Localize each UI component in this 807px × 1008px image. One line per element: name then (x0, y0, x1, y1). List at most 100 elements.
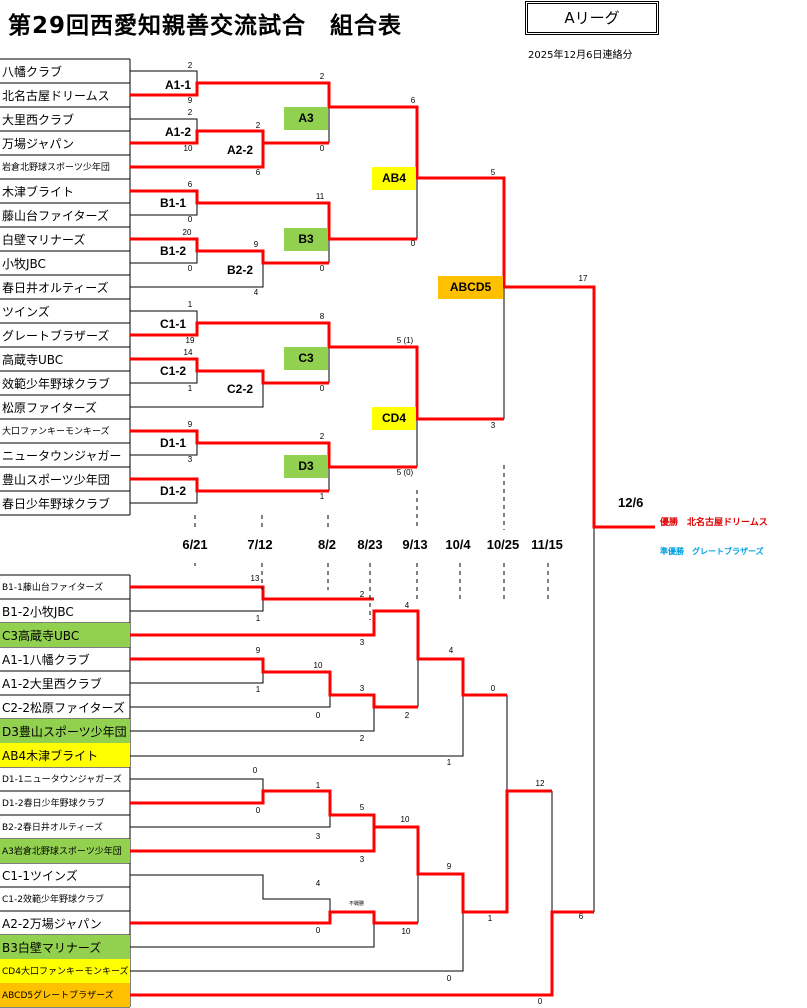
round-date: 6/21 (182, 537, 208, 552)
match-box-d3: D3 (284, 455, 328, 478)
team-name: C2-2松原ファイターズ (2, 701, 125, 715)
score: 2 (187, 61, 193, 70)
round-date: 10/25 (486, 537, 520, 552)
match-label: B2-2 (226, 263, 254, 277)
winner-line (130, 81, 655, 529)
score: 0 (252, 766, 258, 775)
score: 10 (313, 661, 323, 670)
runner-up-label: 準優勝 グレートブラザーズ (660, 547, 764, 556)
bracket-line (130, 791, 331, 828)
score: 4 (404, 601, 410, 610)
score: 1 (255, 614, 261, 623)
winner-line (130, 827, 376, 853)
score: 2 (404, 711, 410, 720)
score: 5 (1) (396, 336, 414, 345)
score: 6 (255, 168, 261, 177)
page-title: 第29回西愛知親善交流試合 組合表 (8, 13, 403, 39)
team-name: 春日井オルティーズ (2, 281, 109, 295)
score: 0 (490, 684, 496, 693)
team-name: 松原ファイターズ (2, 401, 97, 415)
champion-label: 優勝 北名古屋ドリームス (660, 518, 768, 528)
score: 1 (255, 685, 261, 694)
score: 9 (253, 240, 259, 249)
match-box-abcd5: ABCD5 (438, 276, 503, 299)
team-name: A1-2大里西クラブ (2, 677, 102, 691)
score: 1 (187, 300, 193, 309)
bracket-line (130, 923, 375, 948)
score: 0 (315, 926, 321, 935)
winner-line (130, 477, 329, 493)
team-name: B1-2小牧JBC (2, 605, 74, 619)
score: 13 (250, 574, 260, 583)
winner-line (130, 237, 329, 265)
score: 9 (187, 420, 193, 429)
round-date: 7/12 (247, 537, 273, 552)
score: 0 (255, 806, 261, 815)
winner-line (130, 789, 552, 914)
winner-line (130, 429, 417, 469)
team-name: C3高蔵寺UBC (0, 623, 130, 647)
score: 0 (319, 384, 325, 393)
score: 8 (319, 312, 325, 321)
score: 10 (183, 144, 193, 153)
team-name: 豊山スポーツ少年団 (2, 473, 110, 487)
bracket-line (130, 672, 331, 708)
score: 17 (578, 274, 588, 283)
match-label: A1-2 (164, 125, 192, 139)
match-label: B1-1 (159, 196, 187, 210)
score: 4 (315, 879, 321, 888)
score: 3 (315, 832, 321, 841)
score: 19 (185, 336, 195, 345)
score: 3 (359, 684, 365, 693)
score: 0 (315, 711, 321, 720)
score: 3 (359, 638, 365, 647)
team-name: D1-1ニュータウンジャガーズ (2, 775, 122, 785)
winner-line (130, 910, 418, 925)
match-label: C1-2 (159, 364, 187, 378)
team-name: 岩倉北野球スポーツ少年団 (2, 163, 110, 173)
bracket-line (130, 707, 375, 732)
match-label: C2-2 (226, 382, 254, 396)
team-name: 北名古屋ドリームス (2, 89, 110, 103)
final-date: 12/6 (618, 495, 644, 510)
score: 11 (315, 192, 325, 201)
bracket-line (130, 912, 464, 972)
match-label: D1-2 (159, 484, 187, 498)
team-name: A1-1八幡クラブ (2, 653, 90, 667)
score: 1 (487, 914, 493, 923)
score: 2 (319, 432, 325, 441)
team-name: グレートブラザーズ (2, 329, 110, 343)
score: 0 (319, 144, 325, 153)
match-box-cd4: CD4 (372, 407, 416, 430)
match-label: B1-2 (159, 244, 187, 258)
score: 14 (183, 348, 193, 357)
score: 6 (578, 912, 584, 921)
score: 0 (319, 264, 325, 273)
score: 20 (182, 228, 192, 237)
round-date: 8/23 (357, 537, 383, 552)
score: 5 (359, 803, 365, 812)
match-box-b3: B3 (284, 228, 328, 251)
team-name: 藤山台ファイターズ (2, 209, 109, 223)
score: 9 (446, 862, 452, 871)
bracket-line (130, 695, 464, 757)
bracket-line (130, 587, 264, 612)
winner-line (130, 357, 329, 385)
team-name: 大口ファンキーモンキーズ (2, 427, 110, 437)
team-name: 小牧JBC (2, 257, 46, 271)
team-name: CD4大口ファンキーモンキーズ (0, 959, 130, 983)
team-name: 春日少年野球クラブ (2, 497, 111, 511)
team-name: D3豊山スポーツ少年団 (0, 719, 130, 743)
score: 6 (187, 180, 193, 189)
match-label: A2-2 (226, 143, 254, 157)
score: 0 (187, 264, 193, 273)
score: 0 (446, 974, 452, 983)
score: 2 (255, 121, 261, 130)
round-date: 11/15 (531, 537, 563, 552)
bracket-line (130, 383, 264, 408)
match-box-c3: C3 (284, 347, 328, 370)
winner-line (130, 129, 265, 169)
score: 0 (187, 215, 193, 224)
winner-line (130, 910, 594, 997)
